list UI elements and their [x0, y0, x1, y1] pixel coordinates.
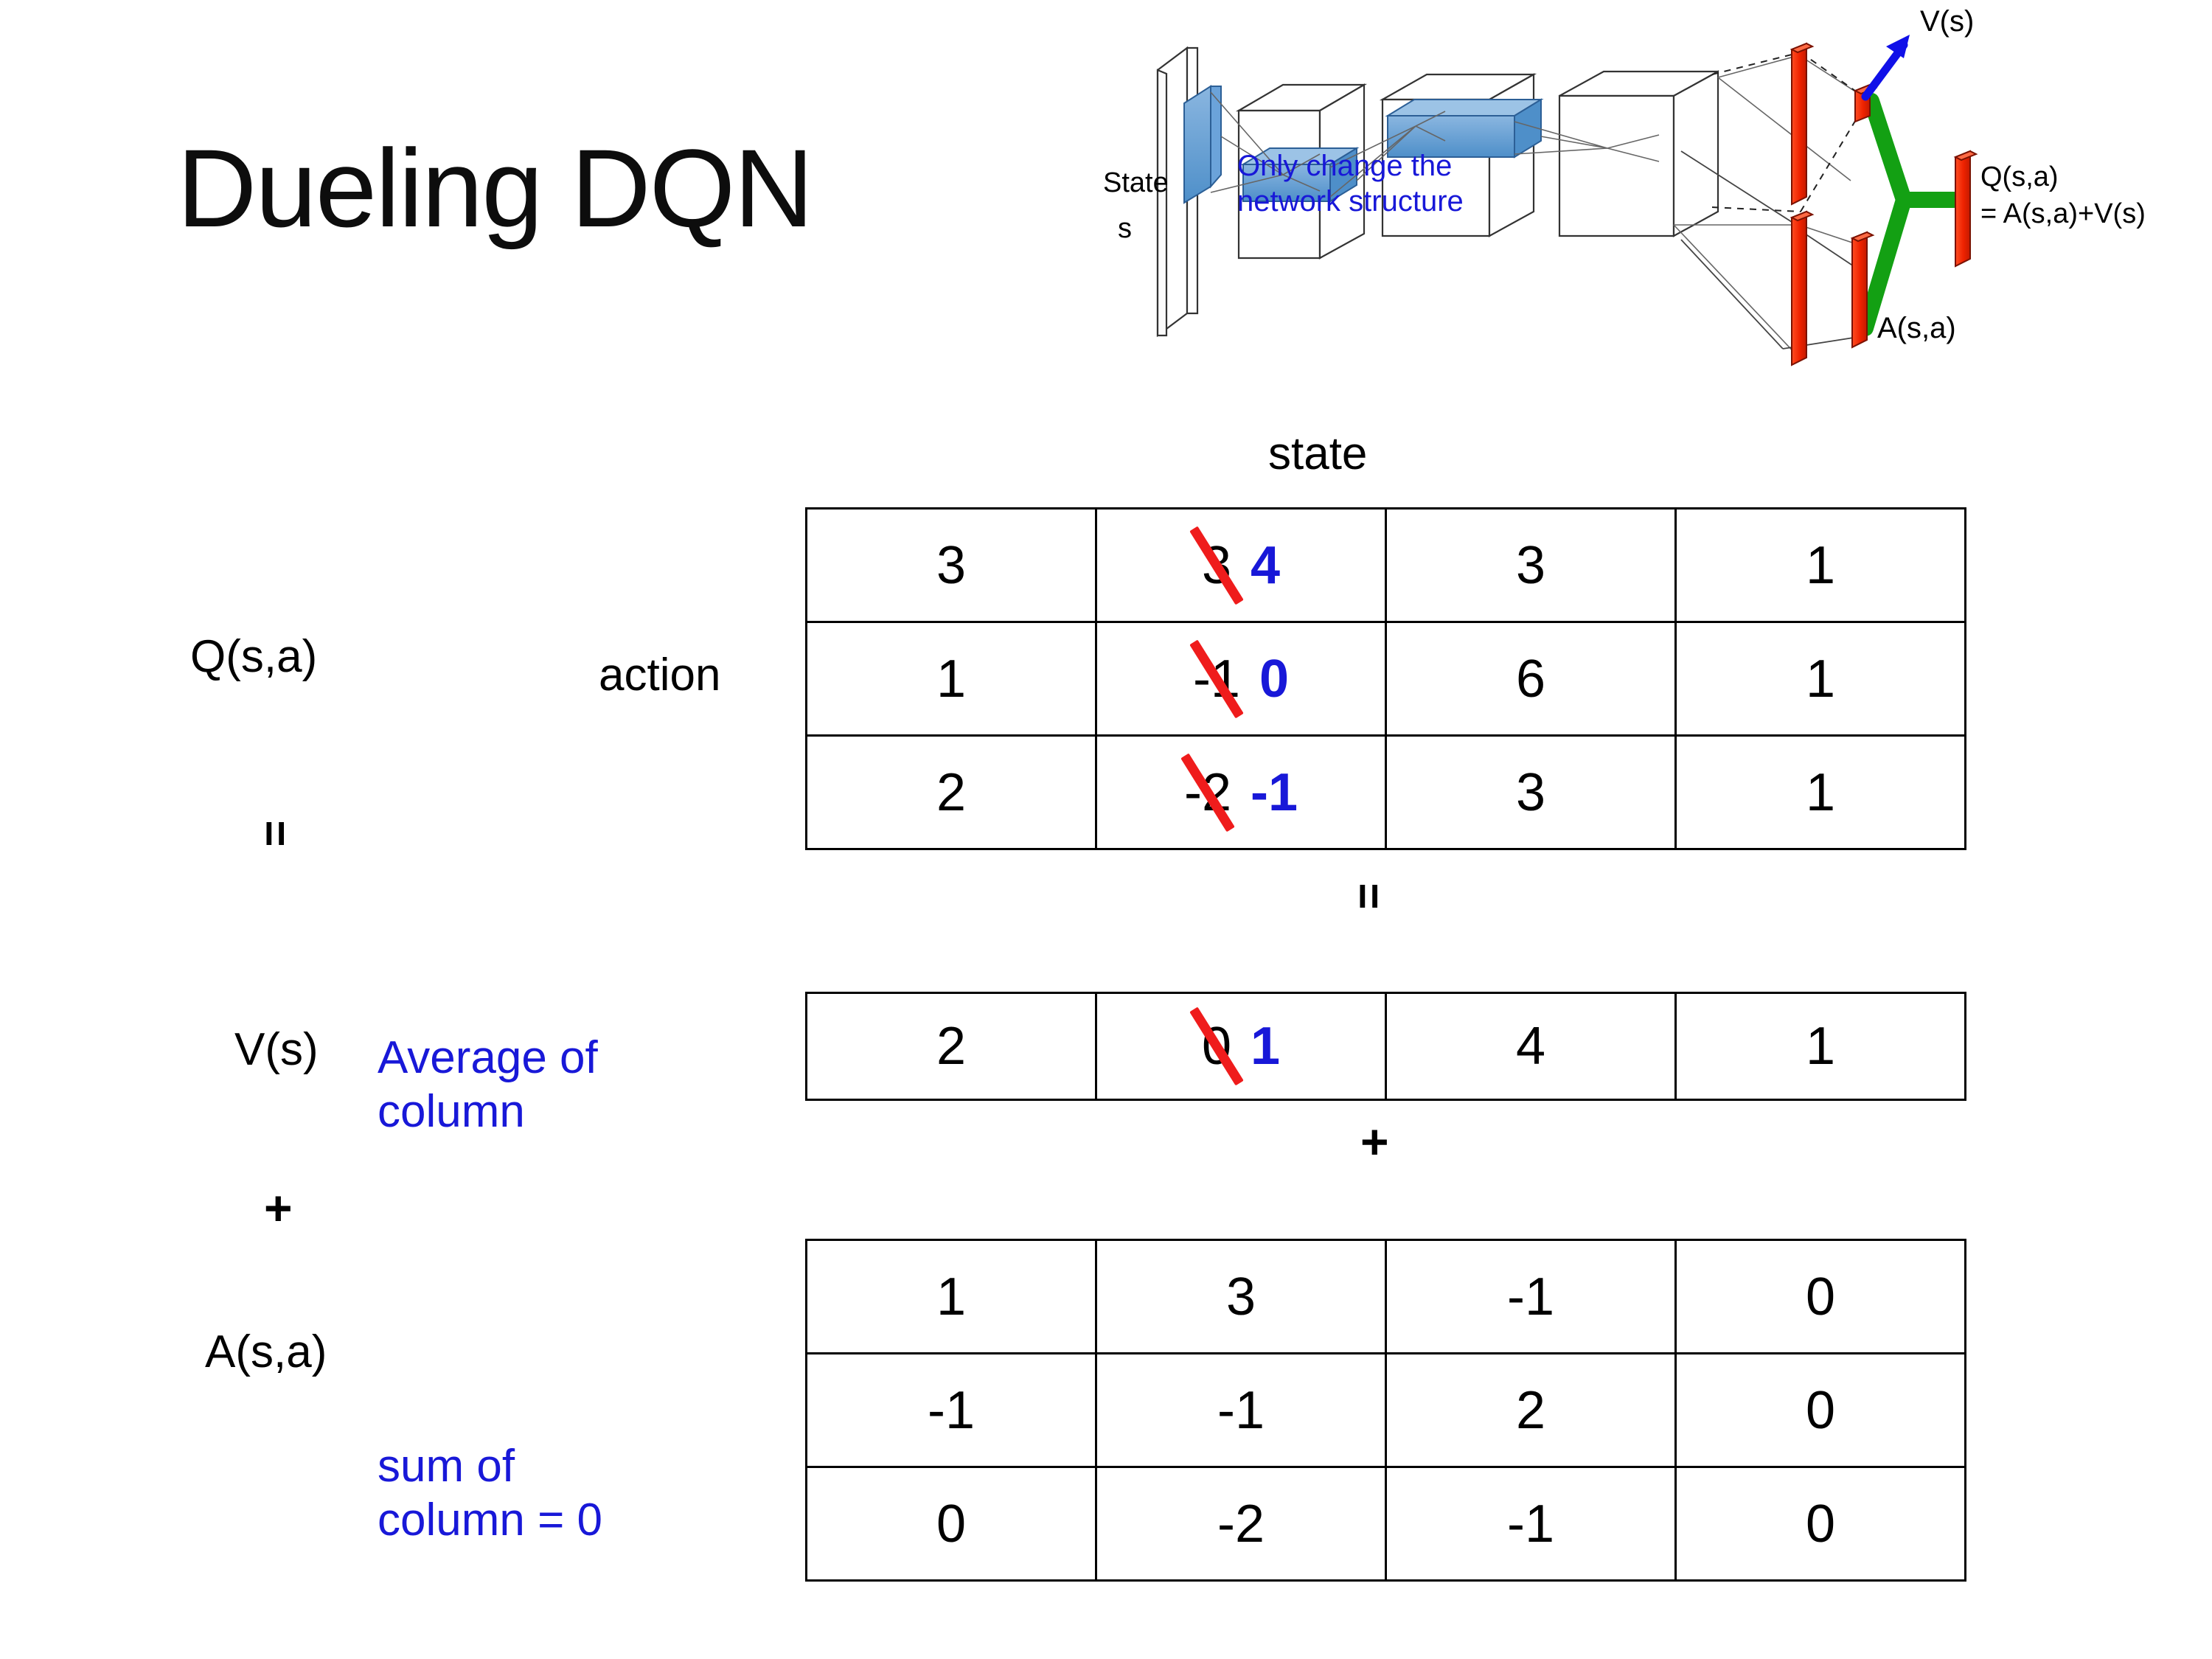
average-note-line1: Average of — [378, 1032, 598, 1083]
sum-note-line1: sum of — [378, 1441, 515, 1492]
table-cell: 6 — [1385, 621, 1677, 737]
table-cell: 3 — [1385, 734, 1677, 850]
strikethrough-icon — [1189, 639, 1244, 718]
table-cell: -1 — [1385, 1466, 1677, 1582]
table-cell: -2 -1 — [1095, 734, 1387, 850]
table-cell: 4 — [1385, 992, 1677, 1101]
table-cell: -1 — [1385, 1239, 1677, 1354]
table-cell: 2 — [805, 734, 1097, 850]
q-output-label-line1: Q(s,a) — [1980, 161, 2059, 192]
equals-sign-left: = — [249, 820, 301, 847]
new-value: 4 — [1251, 535, 1281, 595]
old-value: 0 — [1189, 1006, 1244, 1086]
plus-sign-middle: + — [1360, 1114, 1389, 1169]
q-output-label-line2: = A(s,a)+V(s) — [1980, 198, 2146, 229]
old-value: 3 — [1189, 526, 1244, 605]
strikethrough-icon — [1189, 1006, 1244, 1086]
table-cell: 1 — [1674, 621, 1966, 737]
table-cell: 3 — [1095, 1239, 1387, 1354]
new-value: -1 — [1251, 762, 1298, 822]
strikethrough-icon — [1180, 753, 1235, 832]
a-output-label: A(s,a) — [1877, 312, 1956, 344]
table-cell: 1 — [805, 621, 1097, 737]
v-output-label: V(s) — [1920, 5, 1975, 38]
table-cell: 2 — [805, 992, 1097, 1101]
table-cell: 0 — [805, 1466, 1097, 1582]
table-cell: -1 — [1095, 1352, 1387, 1468]
corrected-cell: -2 -1 — [1097, 737, 1385, 848]
strikethrough-icon — [1189, 526, 1244, 605]
sum-note-line2: column = 0 — [378, 1495, 603, 1546]
table-cell: 3 — [1385, 507, 1677, 623]
new-value: 1 — [1251, 1017, 1281, 1076]
v-table-label: V(s) — [234, 1024, 319, 1075]
table-cell: 0 — [1674, 1239, 1966, 1354]
state-label-line2: s — [1118, 213, 1132, 244]
plus-sign-left: + — [264, 1180, 293, 1235]
table-cell: -1 — [805, 1352, 1097, 1468]
action-axis-label: action — [599, 650, 721, 700]
state-axis-label: state — [1268, 428, 1368, 479]
network-note-line1: Only change the — [1237, 150, 1453, 182]
average-note-line2: column — [378, 1086, 525, 1138]
table-cell: 1 — [1674, 507, 1966, 623]
old-value: -2 — [1180, 753, 1235, 832]
table-cell: -2 — [1095, 1466, 1387, 1582]
equals-sign-middle: = — [1343, 883, 1394, 910]
table-cell: 2 — [1385, 1352, 1677, 1468]
state-label-line1: State — [1103, 167, 1169, 198]
old-value: -1 — [1189, 639, 1244, 718]
v-output-arrow — [1861, 35, 1910, 101]
network-note-line2: network structure — [1237, 185, 1464, 218]
table-cell: 0 — [1674, 1466, 1966, 1582]
table-cell: 0 — [1674, 1352, 1966, 1468]
new-value: 0 — [1259, 649, 1290, 709]
sum-of-column-note: sum of column = 0 — [378, 1439, 746, 1547]
table-cell: 1 — [805, 1239, 1097, 1354]
table-cell: 1 — [1674, 992, 1966, 1101]
a-table-label: A(s,a) — [205, 1326, 327, 1377]
q-table-label: Q(s,a) — [190, 631, 318, 682]
average-of-column-note: Average of column — [378, 1031, 724, 1138]
table-cell: 1 — [1674, 734, 1966, 850]
page-title: Dueling DQN — [177, 126, 814, 250]
dueling-network-diagram: State s Only change the network structur… — [1099, 4, 2190, 394]
table-cell: 3 — [805, 507, 1097, 623]
